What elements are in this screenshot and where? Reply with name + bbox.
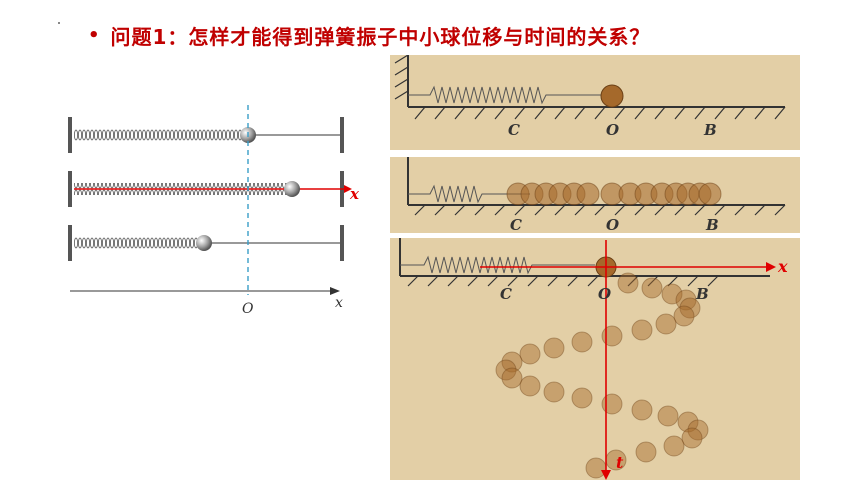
slide-title-text: 问题1：怎样才能得到弹簧振子中小球位移与时间的关系？ — [110, 24, 651, 49]
label-o: O — [598, 285, 611, 303]
spring-schematic-figure: x O x — [62, 105, 362, 320]
label-b: B — [703, 121, 717, 139]
ball-trail — [506, 182, 722, 206]
spring-row-stretched: x — [68, 171, 360, 207]
x-arrow-label: x — [349, 185, 360, 203]
label-c: C — [500, 285, 512, 303]
decor-dot — [58, 22, 60, 24]
label-c: C — [508, 121, 520, 139]
ball — [284, 181, 300, 197]
x-axis-label: x — [335, 295, 343, 311]
ball — [600, 84, 624, 108]
photo-panel-stroboscopic: C O B — [390, 157, 800, 233]
sinusoid-ball-trail — [495, 272, 709, 479]
spring-row-compressed — [68, 225, 344, 261]
label-c: C — [510, 216, 522, 233]
spring-row-equilibrium — [68, 117, 344, 153]
label-t: t — [616, 453, 624, 472]
label-x: x — [777, 257, 788, 276]
spring-schematic-svg: x O x — [68, 105, 360, 317]
label-o: O — [606, 121, 619, 139]
bullet-icon: • — [88, 24, 101, 46]
label-b: B — [705, 216, 719, 233]
label-b: B — [695, 285, 709, 303]
origin-label: O — [242, 301, 254, 317]
photo-panel-oscillator: C O B — [390, 55, 800, 150]
photo-panel-displacement-time: x t C O B — [390, 238, 800, 480]
slide-title: • 问题1：怎样才能得到弹簧振子中小球位移与时间的关系？ — [88, 20, 650, 50]
ball — [196, 235, 212, 251]
label-o: O — [606, 216, 619, 233]
